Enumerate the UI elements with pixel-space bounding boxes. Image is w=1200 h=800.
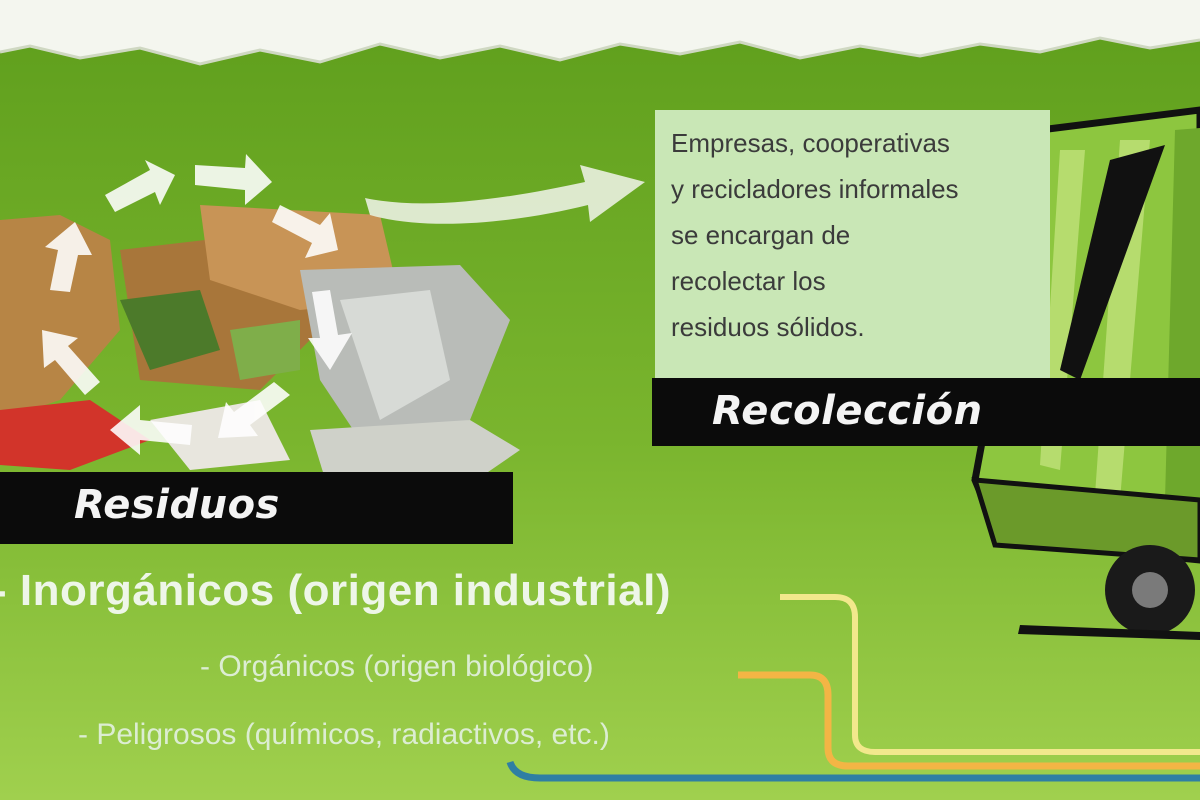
collection-description-box: Empresas, cooperativas y recicladores in…	[655, 110, 1050, 378]
collection-description-line: residuos sólidos.	[671, 312, 865, 342]
collection-description-line: recolectar los	[671, 266, 826, 296]
waste-label: Residuos	[74, 482, 280, 528]
flow-line-blue	[506, 760, 1200, 782]
flow-arrow-icon	[365, 165, 645, 224]
collection-description-line: se encargan de	[671, 220, 851, 250]
collection-label-bar: Recolección	[652, 378, 1200, 446]
torn-paper-edge	[0, 0, 1200, 64]
flow-line-orange	[738, 671, 1200, 770]
category-organic: - Orgánicos (origen biológico)	[200, 650, 594, 683]
collection-description-line: Empresas, cooperativas	[671, 128, 950, 158]
category-inorganic: - Inorgánicos (origen industrial)	[0, 566, 671, 615]
collection-label: Recolección	[712, 388, 983, 434]
garbage-truck-icon	[971, 106, 1200, 640]
category-hazardous: - Peligrosos (químicos, radiactivos, etc…	[78, 718, 610, 751]
flow-line-yellow	[780, 594, 1200, 755]
collection-description-line: y recicladores informales	[671, 174, 959, 204]
cycle-arrows-icon	[42, 154, 352, 455]
waste-label-bar: Residuos	[0, 472, 513, 544]
